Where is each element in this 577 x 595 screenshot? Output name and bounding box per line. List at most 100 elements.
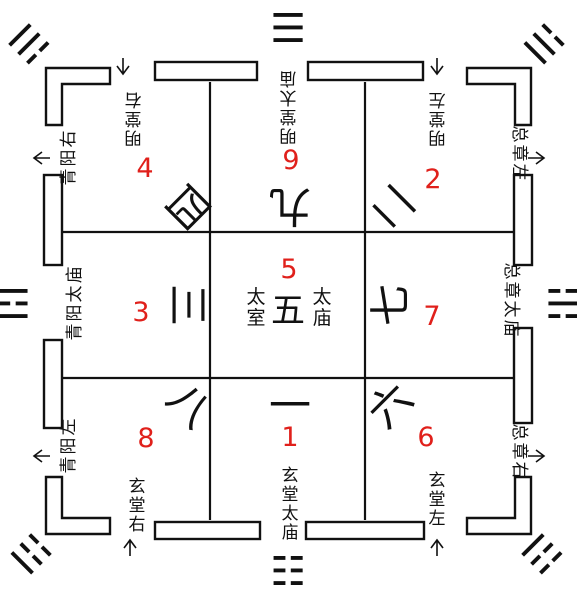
label-top-left: 明 堂 右 xyxy=(125,89,142,147)
label-char: 玄 xyxy=(282,466,299,486)
label-char: 堂 xyxy=(429,490,446,510)
arrow-left-bottom xyxy=(32,449,50,463)
label-char: 太 xyxy=(280,87,297,107)
label-char: 玄 xyxy=(129,477,146,497)
number-8: 8 xyxy=(137,423,154,454)
label-right-bottom: 总 章 右 xyxy=(509,424,529,479)
label-char: 青 xyxy=(59,169,79,186)
label-char: 庙 xyxy=(282,523,299,543)
label-char: 明 xyxy=(280,125,297,145)
cell-bottom-left-glyph: 八 xyxy=(157,373,221,437)
number-4: 4 xyxy=(136,153,153,184)
label-char: 庙 xyxy=(280,68,297,88)
label-char: 庙 xyxy=(65,267,85,284)
cell-top-center-glyph: 九 xyxy=(269,182,311,231)
corner-brackets xyxy=(44,66,533,536)
label-bottom-left: 玄 堂 右 xyxy=(129,477,146,535)
label-char: 明 xyxy=(429,127,446,147)
arrow-bottom-right xyxy=(430,538,444,556)
number-6: 6 xyxy=(417,422,434,453)
wall-right-bottom xyxy=(512,326,534,425)
trigram-top-right-icon: ☱ xyxy=(514,16,572,74)
center-right-label-1: 太 xyxy=(312,286,331,308)
label-top-center: 明 堂 太 庙 xyxy=(280,68,297,145)
label-char: 左 xyxy=(429,509,446,529)
cell-middle-right-glyph: 七 xyxy=(366,284,415,326)
wall-right-top xyxy=(512,173,534,267)
label-char: 章 xyxy=(509,145,529,162)
wall-left-bottom xyxy=(42,338,64,430)
red-numbers: 4 9 2 3 5 7 8 1 6 xyxy=(132,145,441,454)
label-bottom-center: 玄 堂 太 庙 xyxy=(282,466,299,543)
arrow-top-left xyxy=(116,58,130,76)
number-3: 3 xyxy=(132,297,149,328)
label-char: 堂 xyxy=(280,106,297,126)
label-char: 右 xyxy=(129,515,146,535)
label-char: 青 xyxy=(65,324,85,341)
wall-left-top xyxy=(42,173,64,267)
center-glyph: 五 xyxy=(271,291,305,331)
label-char: 左 xyxy=(509,164,529,181)
arrow-top-right xyxy=(430,58,444,76)
label-char: 太 xyxy=(501,301,521,318)
number-9: 9 xyxy=(282,145,299,176)
center-left-label-2: 室 xyxy=(246,307,265,329)
label-left-bottom: 青 阳 左 xyxy=(59,419,79,474)
label-char: 阳 xyxy=(59,438,79,455)
label-char: 堂 xyxy=(125,108,142,128)
corner-bottom-left xyxy=(44,475,112,536)
label-bottom-right: 玄 堂 左 xyxy=(429,471,446,529)
label-char: 玄 xyxy=(429,471,446,491)
label-char: 章 xyxy=(501,282,521,299)
label-right-top: 总 章 左 xyxy=(509,126,529,181)
cell-bottom-right-glyph: 六 xyxy=(358,373,422,437)
wall-bottom-right xyxy=(304,520,426,541)
grid xyxy=(63,82,515,520)
label-top-right: 明 堂 左 xyxy=(429,89,446,147)
label-char: 太 xyxy=(65,286,85,303)
trigram-bottom-icon: ☷ xyxy=(270,549,306,595)
label-char: 左 xyxy=(59,419,79,436)
label-char: 章 xyxy=(509,443,529,460)
label-char: 庙 xyxy=(501,320,521,337)
arrow-right-top xyxy=(528,151,546,165)
label-left-top: 青 阳 右 xyxy=(59,131,79,186)
label-char: 阳 xyxy=(59,150,79,167)
label-char: 青 xyxy=(59,457,79,474)
wall-top-left xyxy=(153,60,259,82)
trigram-top-left-icon: ☴ xyxy=(1,16,59,74)
label-char: 右 xyxy=(59,131,79,148)
trigram-left-icon: ☲ xyxy=(0,282,31,328)
arrow-right-bottom xyxy=(528,449,546,463)
label-right-center: 总 章 太 庙 xyxy=(501,263,521,337)
label-char: 左 xyxy=(429,89,446,109)
corner-bottom-right xyxy=(465,475,533,536)
corner-top-right xyxy=(465,66,533,127)
arrow-left-top xyxy=(32,151,50,165)
outer-labels: 明 堂 右 明 堂 太 庙 明 堂 左 总 章 左 总 章 太 庙 总 xyxy=(59,68,529,543)
center-right-label-2: 庙 xyxy=(312,307,331,329)
trigram-right-icon: ☵ xyxy=(545,282,577,328)
outer-walls xyxy=(42,60,534,541)
label-char: 阳 xyxy=(65,305,85,322)
label-left-center: 青 阳 太 庙 xyxy=(65,267,85,341)
label-char: 明 xyxy=(125,127,142,147)
label-char: 堂 xyxy=(429,108,446,128)
label-char: 右 xyxy=(509,462,529,479)
number-5: 5 xyxy=(280,254,297,285)
label-char: 总 xyxy=(501,263,521,280)
number-2: 2 xyxy=(424,164,441,195)
label-char: 太 xyxy=(282,504,299,524)
center-left-label-1: 太 xyxy=(246,286,265,308)
center-cell: 五 太 室 太 庙 xyxy=(246,286,331,331)
label-char: 堂 xyxy=(129,496,146,516)
label-char: 堂 xyxy=(282,485,299,505)
number-7: 7 xyxy=(423,301,440,332)
wall-top-right xyxy=(306,60,425,82)
label-char: 右 xyxy=(125,89,142,109)
cell-bottom-center-glyph: 一 xyxy=(269,381,311,430)
trigram-top-icon: ☰ xyxy=(270,6,306,52)
arrow-bottom-left xyxy=(123,538,137,556)
wall-bottom-left xyxy=(153,520,262,541)
